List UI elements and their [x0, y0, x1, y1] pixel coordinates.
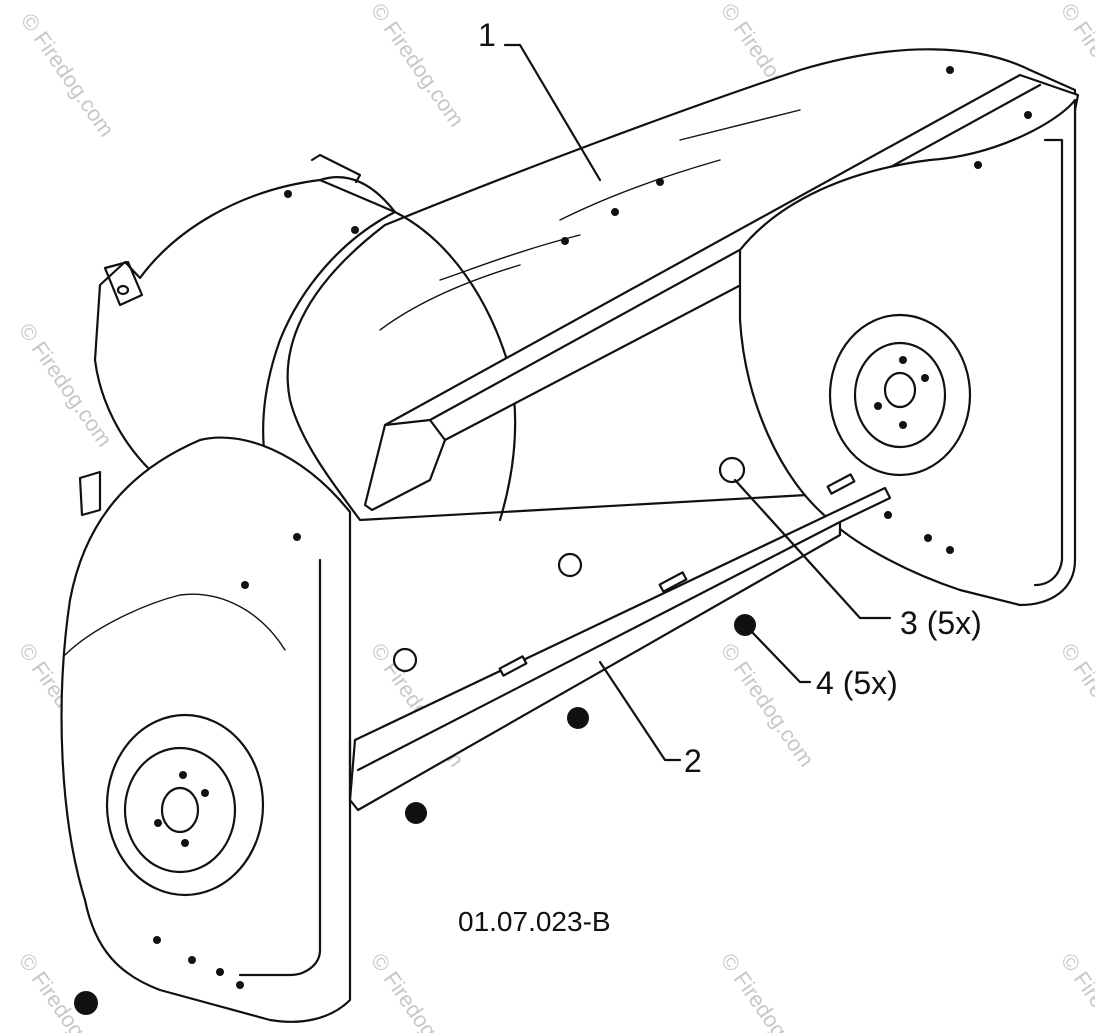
callout-2-label: 2 — [684, 743, 702, 779]
watermark: © Firedog.com — [716, 639, 819, 772]
watermark: © Firedog.com — [366, 949, 469, 1033]
diagram-code: 01.07.023-B — [458, 906, 611, 937]
callout-4-label: 4 (5x) — [816, 665, 898, 701]
carriage-bolts — [392, 456, 746, 673]
leader-lines — [503, 43, 892, 762]
watermark: © Firedog.com — [16, 9, 119, 142]
right-side-plate — [738, 98, 1077, 607]
impeller-housing — [78, 153, 414, 517]
watermark: © Firedog.com — [366, 0, 469, 131]
callout-1-label: 1 — [478, 17, 496, 53]
watermark: © Firedog.com — [716, 949, 819, 1033]
watermark: © Firedog.com — [1056, 639, 1095, 772]
scraper-bar — [348, 473, 892, 812]
watermark: © Firedog.com — [14, 949, 117, 1033]
watermark: © Firedog.com — [1056, 949, 1095, 1033]
callout-3-label: 3 (5x) — [900, 605, 982, 641]
left-side-plate — [60, 436, 352, 1023]
